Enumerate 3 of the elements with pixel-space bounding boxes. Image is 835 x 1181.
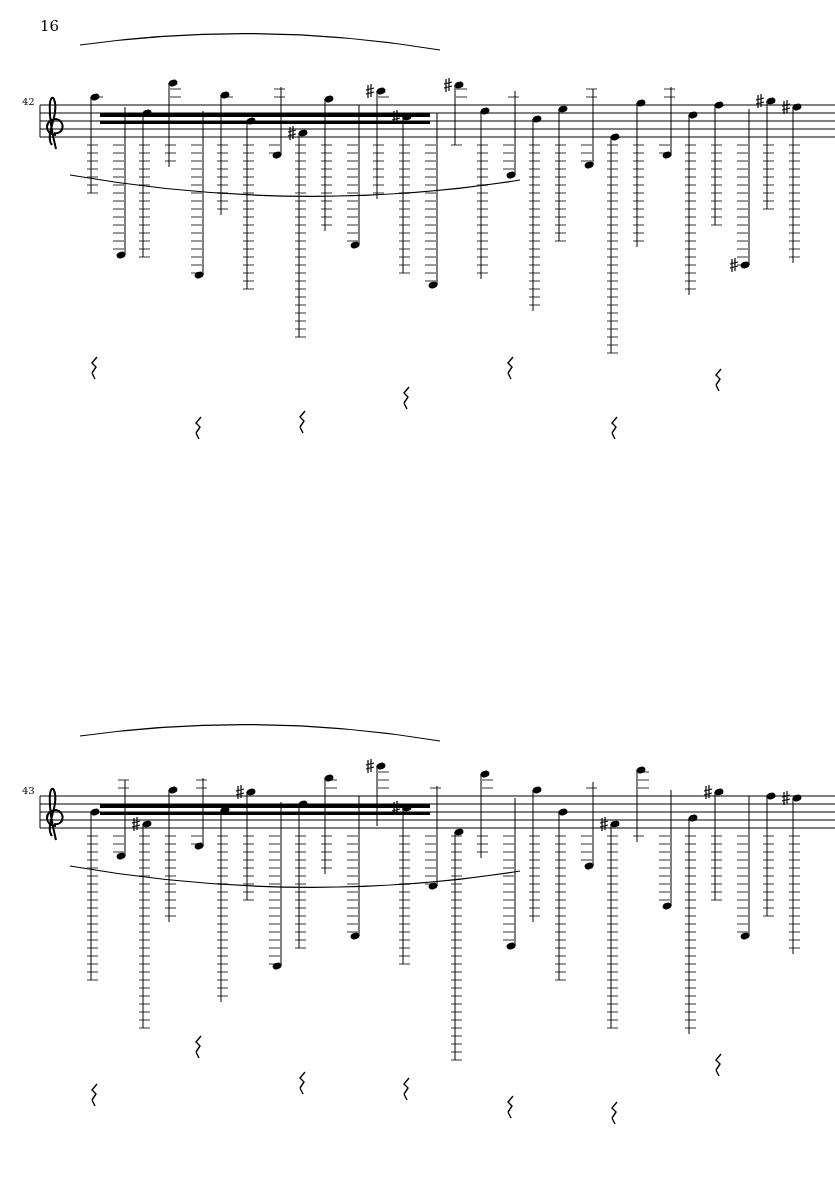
page-number: 16	[40, 17, 60, 35]
measure-number: 42	[22, 96, 35, 107]
measure-number: 43	[22, 785, 35, 796]
